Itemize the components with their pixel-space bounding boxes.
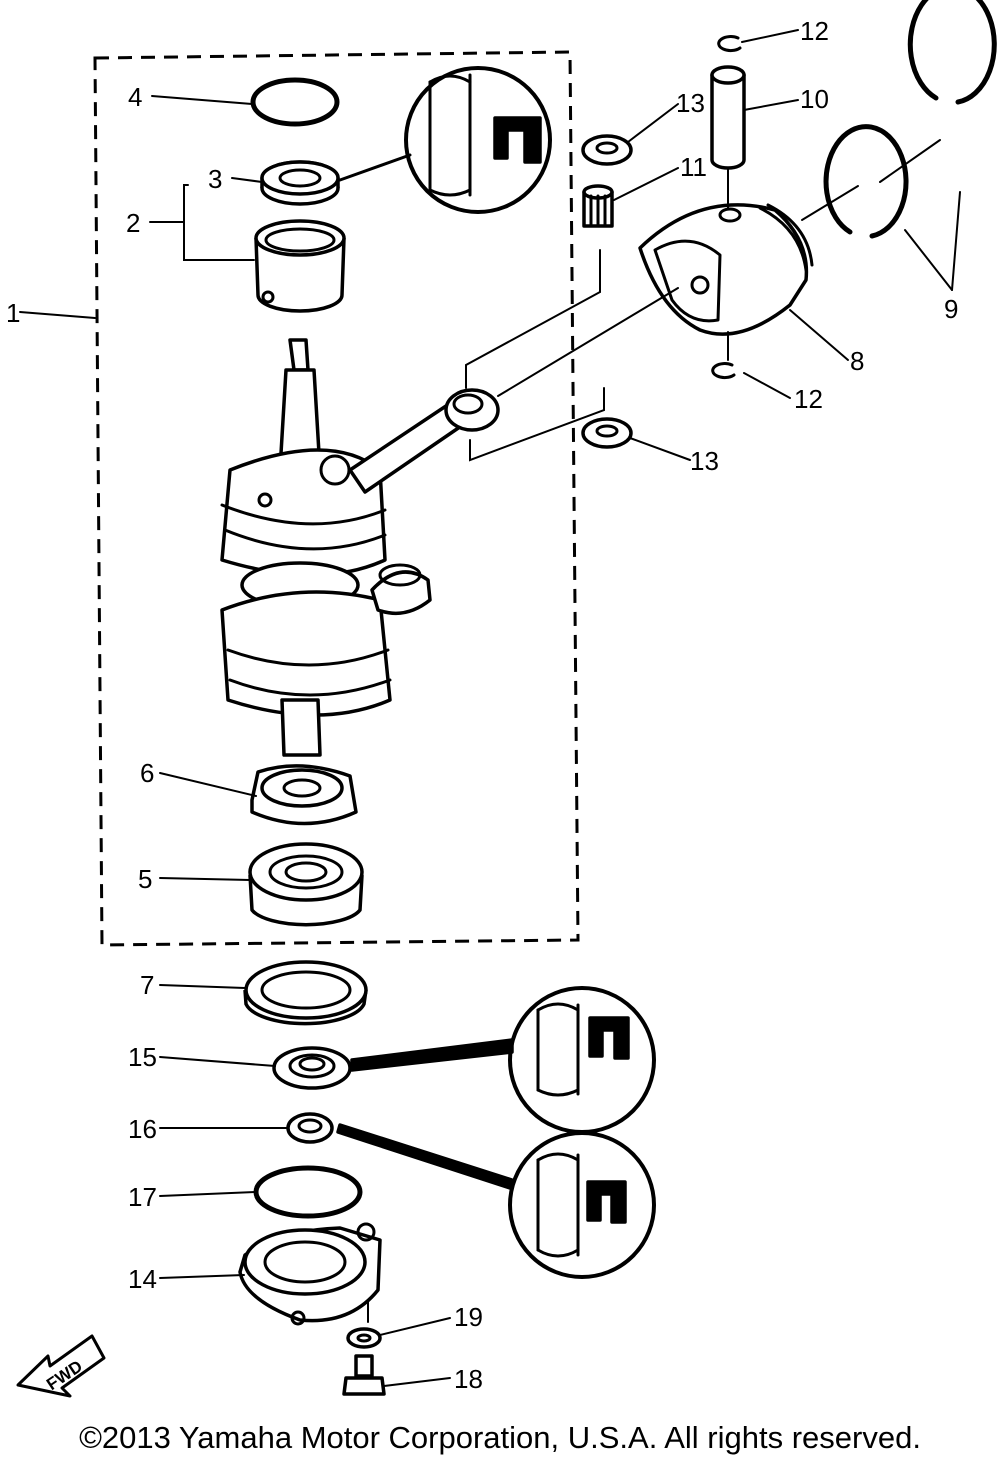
callout-19: 19 [454,1302,483,1332]
callout-14: 14 [128,1264,157,1294]
callout-13-top: 13 [676,88,705,118]
connecting-rod [348,388,500,494]
callout-10: 10 [800,84,829,114]
callout-4: 4 [128,82,142,112]
part-16-small-seal [286,1112,334,1144]
callout-15: 15 [128,1042,157,1072]
callout-17: 17 [128,1182,157,1212]
seal-detail-magnifier-top [338,66,552,214]
part-8-piston [638,203,814,336]
part-19-washer [346,1327,382,1349]
part-12-circlip-bottom [711,362,736,380]
callout-11: 11 [680,152,707,182]
callout-5: 5 [138,864,152,894]
callout-16: 16 [128,1114,157,1144]
part-7-gasket-ring [243,960,368,1026]
part-15-oil-seal [272,1046,352,1090]
part-5-bearing [248,842,364,927]
seal-detail-magnifier-lower [336,1123,656,1279]
part-13-washer-top [581,134,633,166]
part-6-housing [250,764,358,826]
callout-1: 1 [6,298,20,328]
leader-lines [19,29,961,1387]
part-14-lower-housing [238,1222,382,1326]
callout-7: 7 [140,970,154,1000]
callout-18: 18 [454,1364,483,1394]
part-12-circlip-top [717,35,742,53]
callout-8: 8 [850,346,864,376]
part-10-piston-pin [710,65,746,170]
seal-detail-magnifier-middle [350,986,656,1134]
callout-12-bottom: 12 [794,384,823,414]
callout-13-bottom: 13 [690,446,719,476]
callout-2: 2 [126,208,140,238]
part-13-washer-bottom [581,417,633,449]
crankshaft [220,338,432,757]
fwd-arrow-icon: FWD [16,1334,106,1398]
part-2-bushing [254,219,346,313]
part-4-o-ring [250,77,340,127]
part-3-oil-seal [260,160,340,206]
callout-9: 9 [944,294,958,324]
callout-3: 3 [208,164,222,194]
part-18-bolt [342,1354,386,1396]
part-11-needle-bearing [582,184,614,228]
crankshaft-assembly-boundary [93,50,580,947]
callout-6: 6 [140,758,154,788]
part-9-piston-ring-1 [823,124,909,239]
callout-12-top: 12 [800,16,829,46]
part-17-o-ring [253,1165,363,1219]
copyright-notice: ©2013 Yamaha Motor Corporation, U.S.A. A… [79,1420,921,1455]
callout-numbers: 1 2 3 4 5 6 7 8 9 10 11 12 12 13 13 14 1… [6,16,958,1394]
part-9-piston-ring-2 [907,0,997,105]
